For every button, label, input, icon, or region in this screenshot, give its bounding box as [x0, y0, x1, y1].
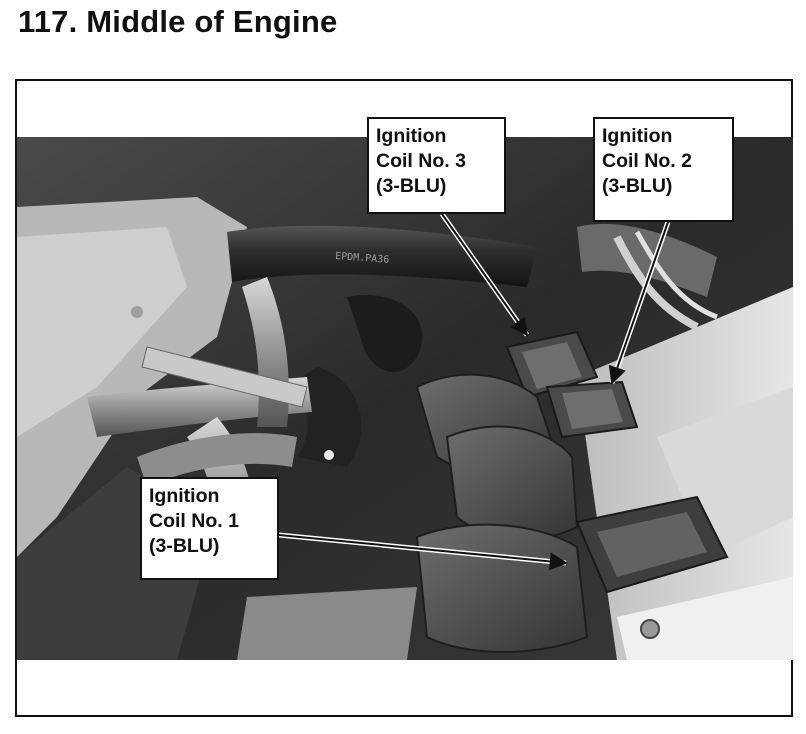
callout-ignition-coil-3: Ignition Coil No. 3 (3-BLU): [367, 117, 506, 214]
callout-ignition-coil-2: Ignition Coil No. 2 (3-BLU): [593, 117, 734, 222]
callout-line: Coil No. 3: [376, 150, 466, 172]
page-title: 117. Middle of Engine: [18, 4, 338, 39]
callout-line: Coil No. 2: [602, 150, 692, 172]
callout-line: Coil No. 1: [149, 510, 239, 532]
callout-line: Ignition: [376, 125, 447, 147]
callout-ignition-coil-1: Ignition Coil No. 1 (3-BLU): [140, 477, 279, 580]
callout-line: Ignition: [149, 485, 220, 507]
callout-line: (3-BLU): [602, 175, 673, 197]
callout-line: Ignition: [602, 125, 673, 147]
hose-marking: EPDM.PA36: [335, 251, 390, 266]
callout-line: (3-BLU): [149, 535, 220, 557]
callout-line: (3-BLU): [376, 175, 447, 197]
